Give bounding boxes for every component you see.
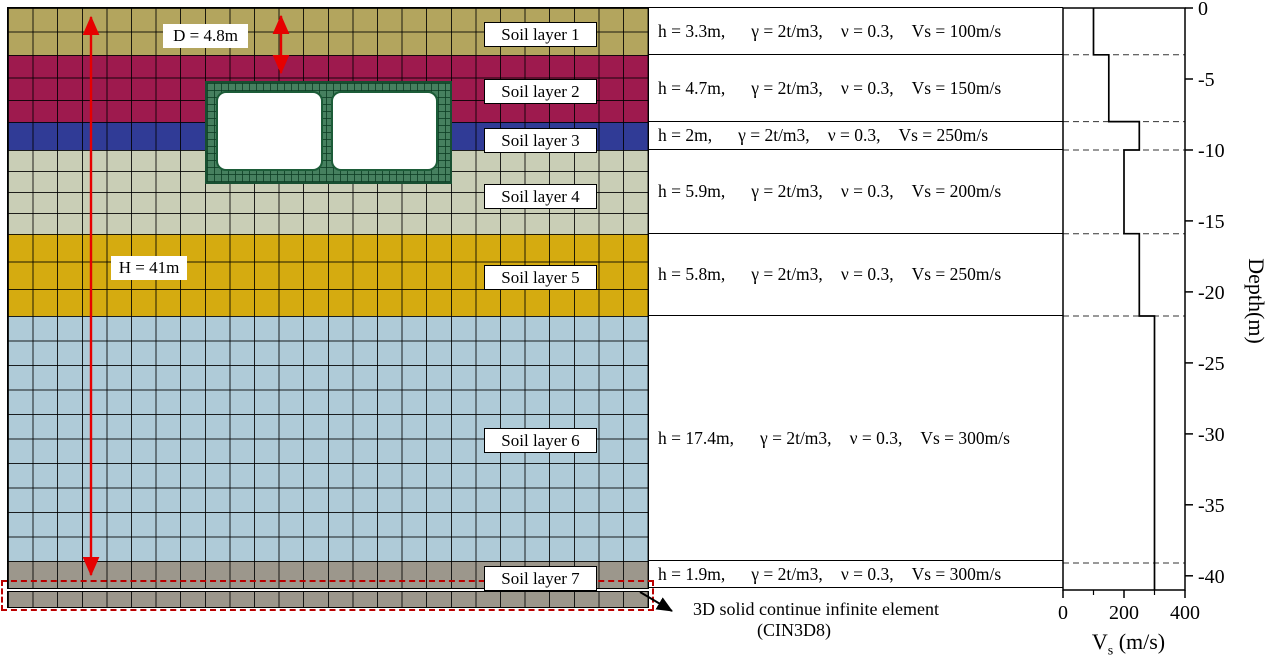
soil-properties-row-4: h = 5.9m, γ = 2t/m3, ν = 0.3, Vs = 200m/… — [649, 150, 1063, 234]
tunnel-right-bore — [331, 91, 438, 171]
prop-h: h = 2m, — [658, 125, 713, 145]
prop-nu: ν = 0.3, — [849, 427, 903, 448]
y-tick-label: -40 — [1198, 566, 1225, 588]
vs-axis-title-main: V — [1091, 629, 1108, 654]
y-tick-label: -10 — [1198, 140, 1225, 162]
soil-layer-3-label: Soil layer 3 — [484, 128, 597, 153]
prop-h: h = 17.4m, — [658, 427, 734, 448]
vs-profile-step-line — [1092, 8, 1156, 590]
infinite-element-note: 3D solid continue infinite element (CIN3… — [657, 599, 975, 641]
y-tick-label: -5 — [1198, 69, 1215, 91]
soil-properties-row-2: h = 4.7m, γ = 2t/m3, ν = 0.3, Vs = 150m/… — [649, 55, 1063, 122]
prop-vs: Vs = 250m/s — [898, 125, 989, 145]
soil-layer-6-label: Soil layer 6 — [484, 428, 597, 453]
prop-nu: ν = 0.3, — [840, 264, 894, 284]
y-tick-label: -35 — [1198, 495, 1225, 517]
soil-layer-7-label: Soil layer 7 — [484, 566, 597, 591]
depth-axis-title: Depth(m) — [1244, 258, 1269, 344]
prop-nu: ν = 0.3, — [840, 181, 894, 201]
prop-vs: Vs = 300m/s — [920, 427, 1010, 448]
soil-layer-1-label: Soil layer 1 — [484, 22, 597, 47]
prop-vs: Vs = 300m/s — [911, 563, 1002, 584]
prop-h: h = 5.9m, — [658, 181, 726, 201]
vs-depth-chart: 0 200 400 0 -5 -10 -15 -20 -25 -30 -35 -40 — [1058, 0, 1225, 624]
prop-h: h = 5.8m, — [658, 264, 726, 284]
prop-gamma: γ = 2t/m3, — [751, 181, 823, 201]
prop-nu: ν = 0.3, — [840, 563, 894, 584]
infinite-element-note-line1: 3D solid continue infinite element — [693, 599, 939, 619]
soil-properties-row-3: h = 2m, γ = 2t/m3, ν = 0.3, Vs = 250m/s — [649, 122, 1063, 150]
soil-properties-row-6: h = 17.4m, γ = 2t/m3, ν = 0.3, Vs = 300m… — [649, 316, 1063, 561]
vs-axis-title-sub: s — [1107, 643, 1114, 659]
prop-h: h = 3.3m, — [658, 20, 726, 41]
prop-gamma: γ = 2t/m3, — [751, 77, 823, 98]
twin-box-tunnel-mesh — [205, 81, 452, 184]
infinite-element-strip — [7, 591, 649, 608]
prop-nu: ν = 0.3, — [840, 77, 894, 98]
prop-gamma: γ = 2t/m3, — [759, 427, 832, 448]
x-tick-label: 400 — [1170, 602, 1200, 624]
soil-properties-table: h = 3.3m, γ = 2t/m3, ν = 0.3, Vs = 100m/… — [649, 7, 1063, 588]
y-tick-label: 0 — [1198, 0, 1208, 20]
d-dimension-label: D = 4.8m — [163, 24, 248, 48]
x-tick-label: 200 — [1109, 602, 1139, 624]
soil-properties-row-1: h = 3.3m, γ = 2t/m3, ν = 0.3, Vs = 100m/… — [649, 8, 1063, 55]
soil-mesh-layer-1 — [8, 8, 648, 55]
soil-layer-5-label: Soil layer 5 — [484, 265, 597, 290]
prop-vs: Vs = 150m/s — [911, 77, 1002, 98]
y-tick-label: -30 — [1198, 424, 1225, 446]
h-dimension-label: H = 41m — [111, 256, 187, 280]
prop-vs: Vs = 200m/s — [911, 181, 1002, 201]
prop-gamma: γ = 2t/m3, — [751, 20, 823, 41]
soil-layer-2-label: Soil layer 2 — [484, 79, 597, 104]
prop-gamma: γ = 2t/m3, — [751, 563, 823, 584]
prop-h: h = 1.9m, — [658, 563, 726, 584]
prop-nu: ν = 0.3, — [840, 20, 894, 41]
x-tick-label: 0 — [1058, 602, 1068, 624]
soil-layer-4-label: Soil layer 4 — [484, 184, 597, 209]
prop-nu: ν = 0.3, — [827, 125, 881, 145]
soil-properties-row-7: h = 1.9m, γ = 2t/m3, ν = 0.3, Vs = 300m/… — [649, 561, 1063, 588]
prop-gamma: γ = 2t/m3, — [738, 125, 810, 145]
y-tick-label: -20 — [1198, 282, 1225, 304]
prop-vs: Vs = 250m/s — [911, 264, 1002, 284]
tunnel-left-bore — [216, 91, 323, 171]
vs-axis-title: Vs (m/s) — [1066, 629, 1191, 659]
soil-properties-row-5: h = 5.8m, γ = 2t/m3, ν = 0.3, Vs = 250m/… — [649, 234, 1063, 316]
infinite-element-note-line2: (CIN3D8) — [757, 620, 831, 640]
plot-border — [1062, 7, 1186, 591]
prop-gamma: γ = 2t/m3, — [751, 264, 823, 284]
vs-axis-title-units: (m/s) — [1113, 629, 1166, 654]
y-tick-label: -15 — [1198, 211, 1225, 233]
y-tick-label: -25 — [1198, 353, 1225, 375]
prop-vs: Vs = 100m/s — [911, 20, 1002, 41]
prop-h: h = 4.7m, — [658, 77, 726, 98]
